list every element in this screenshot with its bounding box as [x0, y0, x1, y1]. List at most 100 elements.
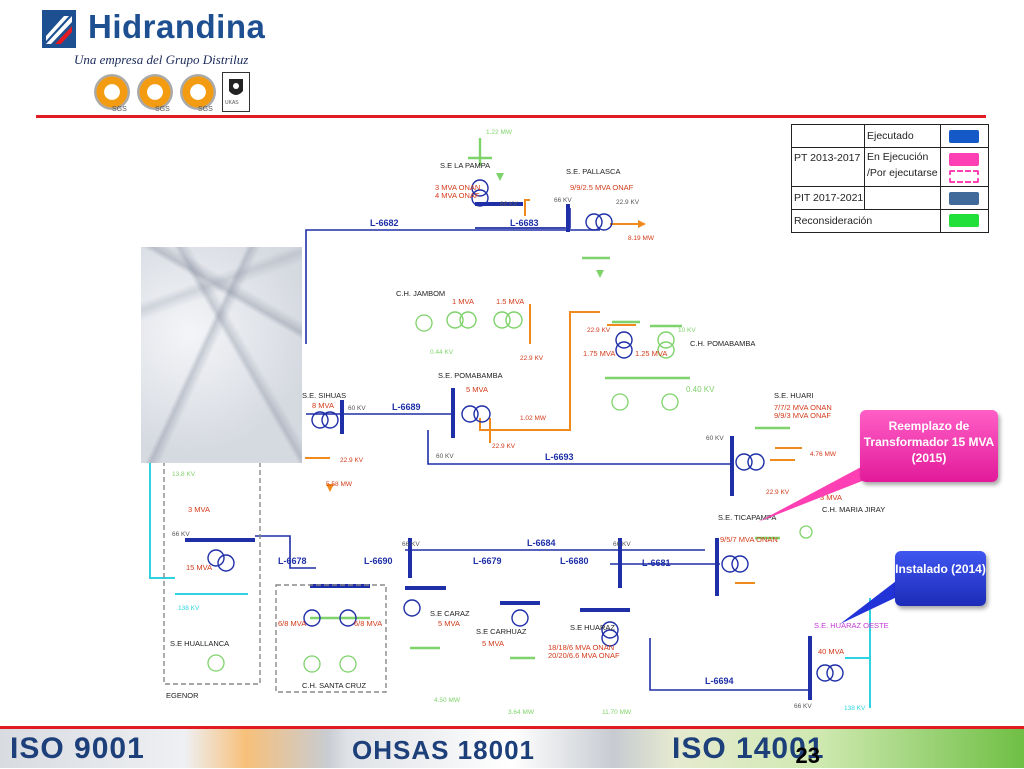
line-l6693	[427, 430, 730, 465]
line-label: L-6689	[392, 402, 421, 412]
brand-tagline: Una empresa del Grupo Distriluz	[74, 52, 249, 67]
station-label: C.H. SANTA CRUZ	[302, 681, 366, 690]
station-label: S.E. TICAPAMPA	[718, 513, 776, 522]
station-label: S.E. HUARI	[774, 391, 814, 400]
legend-status: /Por ejecutarse	[867, 167, 938, 179]
station-rating: 9/5/7 MVA ONAN	[720, 535, 778, 544]
legend-group: Reconsideración	[794, 215, 873, 227]
legend-group: PIT 2017-2021	[794, 192, 864, 204]
line-l6678	[255, 535, 316, 569]
load-label: 5.58 MW	[326, 481, 353, 488]
station-label: C.H. JAMBOM	[396, 289, 445, 298]
legend-status: En Ejecución	[867, 151, 929, 163]
station-rating: 6/8 MVA	[354, 619, 382, 628]
brand-header: Hidrandina Una empresa del Grupo Distril…	[42, 6, 302, 116]
load-label: 11.70 MW	[602, 709, 632, 716]
legend-table: PT 2013-2017 Ejecutado En Ejecución /Por…	[791, 124, 989, 233]
line-label: L-6684	[527, 538, 556, 548]
station-label: S.E CARHUAZ	[476, 627, 527, 636]
sgs-cert-icon	[94, 74, 130, 110]
voltage-label: 66 KV	[500, 201, 518, 208]
line-label: L-6678	[278, 556, 307, 566]
station-rating: 4 MVA ONAF	[435, 191, 480, 200]
station-rating: 18/18/6 MVA ONAN	[548, 643, 614, 652]
footer-banner: ISO 9001 OHSAS 18001 ISO 14001	[0, 726, 1024, 768]
station-label: EGENOR	[166, 691, 199, 700]
station-rating: 3 MVA ONAN	[435, 183, 480, 192]
voltage-label: 0.44 KV	[430, 349, 454, 356]
voltage-label: 138 KV	[844, 705, 866, 712]
station-label: S.E. PALLASCA	[566, 167, 620, 176]
voltage-label: 60 KV	[436, 453, 454, 460]
voltage-label: 22.9 KV	[587, 327, 611, 334]
legend-swatch-pit	[949, 192, 979, 205]
voltage-label: 66 KV	[794, 703, 812, 710]
load-label: 1.22 MW	[486, 129, 513, 136]
callout-installed: Instalado (2014)	[895, 551, 986, 606]
legend-swatch-in-progress	[949, 153, 979, 166]
voltage-label: 66 KV	[554, 197, 572, 204]
legend-swatch-reconsideration	[949, 214, 979, 227]
station-rating: 1 MVA	[452, 297, 474, 306]
legend-swatch-executed	[949, 130, 979, 143]
sgs-cert-icon	[137, 74, 173, 110]
line-l6682	[305, 229, 600, 344]
voltage-label: 22.9 KV	[520, 355, 544, 362]
hidrandina-logo-icon	[42, 10, 76, 48]
legend-status: Ejecutado	[867, 130, 914, 142]
station-label: S.E. SIHUAS	[302, 391, 346, 400]
station-label: S.E. POMABAMBA	[438, 371, 503, 380]
cert-label: SGS	[198, 106, 213, 113]
legend-group: PT 2013-2017	[794, 152, 861, 164]
station-rating: 3 MVA	[820, 493, 842, 502]
sgs-cert-icon	[180, 74, 216, 110]
load-label: 1.02 MW	[520, 415, 547, 422]
voltage-label: 66 KV	[613, 541, 631, 548]
line-label: L-6680	[560, 556, 589, 566]
station-rating: 5 MVA	[438, 619, 460, 628]
station-rating: 9/9/3 MVA ONAF	[774, 411, 831, 420]
voltage-label: 22.9 KV	[766, 489, 790, 496]
station-label: C.H. MARIA JIRAY	[822, 505, 885, 514]
station-rating: 8 MVA	[312, 401, 334, 410]
cert-label: SGS	[112, 106, 127, 113]
voltage-label: 0.40 KV	[686, 385, 715, 394]
page-number: 23	[795, 743, 820, 768]
line-label: L-6683	[510, 218, 539, 228]
legend-swatch-planned	[949, 170, 979, 183]
line-label: L-6682	[370, 218, 399, 228]
marble-photo	[141, 247, 302, 463]
voltage-label: 22.9 KV	[340, 457, 364, 464]
voltage-label: 13.8 KV	[172, 471, 196, 478]
station-label: S.E CARAZ	[430, 609, 470, 618]
load-label: 4.76 MW	[810, 451, 837, 458]
load-label: 3.64 MW	[508, 709, 535, 716]
line-label: L-6690	[364, 556, 393, 566]
voltage-label: 66 KV	[172, 531, 190, 538]
station-rating: 9/9/2.5 MVA ONAF	[570, 183, 634, 192]
callout-replacement: Reemplazo de Transformador 15 MVA (2015)	[860, 410, 998, 482]
voltage-label: 22.9 KV	[616, 199, 640, 206]
station-rating: 5 MVA	[482, 639, 504, 648]
line-label: L-6679	[473, 556, 502, 566]
station-label: S.E HUARAZ	[570, 623, 615, 632]
station-rating: 7/7/2 MVA ONAN	[774, 403, 832, 412]
voltage-label: 60 KV	[348, 405, 366, 412]
cert-label: SGS	[155, 106, 170, 113]
iso-14001-label: ISO 14001	[672, 732, 825, 765]
station-rating: 5 MVA	[466, 385, 488, 394]
cert-label: UKAS	[225, 100, 239, 106]
voltage-label: 60 KV	[706, 435, 724, 442]
single-line-diagram: L-6682 L-6683 L-6689 L-6693 L-6678 L-669…	[149, 129, 920, 716]
station-rating: 15 MVA	[186, 563, 212, 572]
voltage-label: 10 KV	[678, 327, 696, 334]
line-l6694	[649, 638, 810, 691]
station-label: S.E LA PAMPA	[440, 161, 490, 170]
station-rating: 1.5 MVA	[496, 297, 524, 306]
station-rating: 40 MVA	[818, 647, 844, 656]
station-rating: 6/8 MVA	[278, 619, 306, 628]
load-label: 4.50 MW	[434, 697, 461, 704]
station-rating: 3 MVA	[188, 505, 210, 514]
station-label: C.H. POMABAMBA	[690, 339, 755, 348]
ukas-cert-icon	[222, 72, 250, 112]
